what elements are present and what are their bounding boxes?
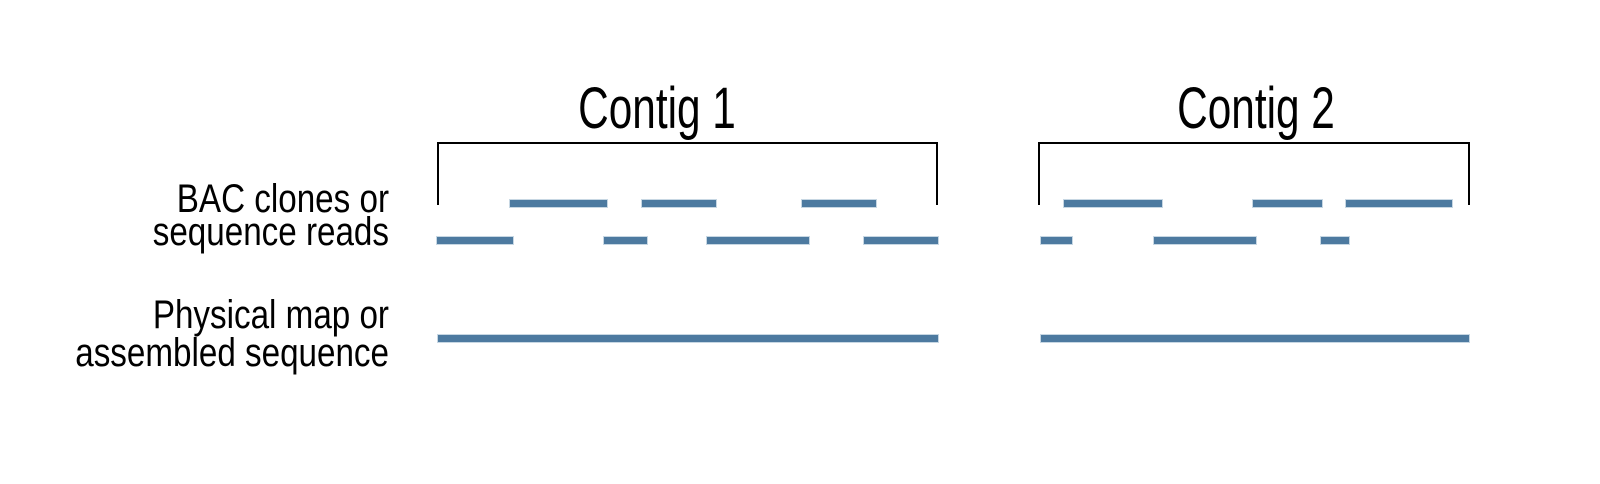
row-label-physical-line-2: assembled sequence: [75, 331, 389, 375]
contig-bracket: [1038, 142, 1470, 205]
assembled-sequence-line: [437, 334, 939, 343]
contig-bracket: [437, 142, 938, 205]
row-label-physical-map: Physical map or assembled sequence: [66, 293, 389, 375]
clone-segment: [1345, 199, 1453, 208]
clone-segment: [603, 236, 648, 245]
clone-segment: [436, 236, 514, 245]
clone-segment: [801, 199, 877, 208]
row-label-bac-clones: BAC clones or sequence reads: [66, 177, 389, 254]
clone-segment: [509, 199, 608, 208]
clone-segment: [1320, 236, 1350, 245]
row-label-physical-line-1: Physical map or: [152, 293, 389, 337]
contig-title: Contig 1: [578, 76, 736, 141]
clone-segment: [1153, 236, 1257, 245]
clone-segment: [1040, 236, 1073, 245]
clone-segment: [863, 236, 939, 245]
clone-segment: [641, 199, 717, 208]
row-label-bac-line-2: sequence reads: [152, 210, 389, 254]
contig-title: Contig 2: [1177, 76, 1335, 141]
clone-segment: [706, 236, 810, 245]
clone-segment: [1252, 199, 1323, 208]
assembled-sequence-line: [1040, 334, 1470, 343]
clone-segment: [1063, 199, 1163, 208]
row-label-bac-line-1: BAC clones or: [176, 177, 389, 221]
